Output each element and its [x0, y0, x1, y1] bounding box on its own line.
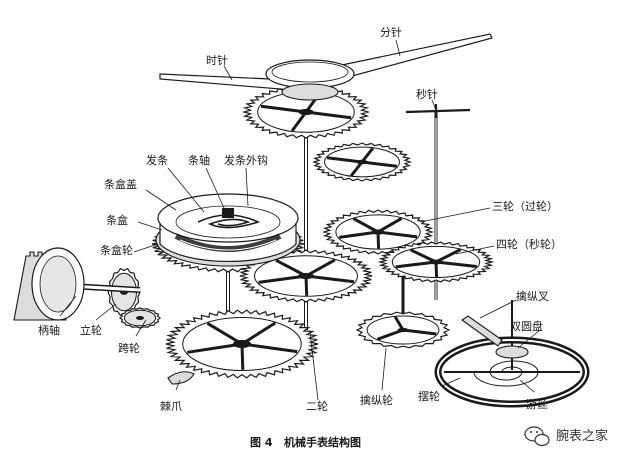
fourth-wheel-gear-spoke: [409, 248, 437, 264]
hour-wheel-gear-spoke: [305, 110, 352, 120]
label-minute-hand: 分针: [380, 25, 402, 39]
double-roller-shape: [495, 345, 529, 359]
label-double-roller: 双圆盘: [510, 319, 543, 333]
label-second-hand: 秒针: [416, 87, 438, 101]
second-wheel-gear-spoke: [275, 258, 307, 278]
fourth-wheel-gear-spoke: [435, 260, 477, 268]
minute-wheel-gear-spoke: [361, 160, 398, 168]
label-winding-stem: 柄轴: [38, 323, 60, 337]
escape-wheel-gear: [355, 311, 451, 349]
label-third-wheel: 三轮（过轮）: [492, 199, 558, 213]
second-wheel-gear-spoke: [258, 274, 307, 284]
label-fourth-wheel: 四轮（秒轮）: [496, 237, 562, 251]
mainspring-coil: [197, 214, 261, 229]
label-barrel: 条盒: [106, 213, 128, 227]
third-wheel-gear-hub: [371, 229, 385, 235]
fourth-wheel-gear-spoke: [395, 260, 437, 269]
label-transmission-wheel: 跨轮: [118, 341, 140, 355]
hour-wheel-gear-spoke: [260, 104, 307, 114]
barrel-assembly: [155, 193, 301, 267]
ratchet-wheel-gear: [165, 309, 319, 379]
ratchet-wheel-gear-spoke: [206, 322, 243, 346]
label-escape-fork: 擒纵叉: [516, 289, 549, 303]
ratchet-wheel-gear-hub: [232, 339, 252, 349]
labels: 分针 时针 秒针 发条 条轴 发条外钩 条盒盖 条盒 条盒轮 三轮（过轮） 四轮…: [38, 25, 562, 413]
hairspring-coil: [473, 360, 539, 387]
minute-wheel-gear-spoke: [350, 161, 364, 177]
minute-wheel-gear-spoke: [360, 147, 374, 163]
third-wheel-gear-spoke: [338, 230, 379, 239]
transmission-wheel-gear: [119, 307, 161, 329]
wechat-icon: [524, 426, 550, 447]
caption-title: 机械手表结构图: [284, 435, 361, 449]
label-barrel-cover: 条盒盖: [104, 177, 137, 191]
ratchet-wheel-gear-spoke: [240, 343, 245, 370]
hour-wheel-cannon: [281, 83, 339, 101]
minute-wheel-gear-spoke: [326, 156, 363, 164]
figure-caption: 图 4 机械手表结构图: [250, 435, 361, 449]
third-wheel-gear-spoke: [352, 217, 379, 234]
escape-wheel-gear-spoke: [376, 328, 404, 341]
label-hairspring: 游丝: [526, 398, 548, 411]
fourth-wheel-gear-spoke: [435, 248, 462, 264]
escape-wheel-gear-hub: [397, 327, 409, 333]
label-crown-wheel: 立轮: [80, 323, 102, 337]
second-wheel-gear-hub: [298, 272, 314, 280]
escape-wheel-gear-spoke: [393, 315, 405, 331]
third-wheel-gear-spoke: [377, 230, 418, 239]
hands: [159, 33, 493, 118]
second-wheel-gear-spoke: [304, 275, 309, 296]
escape-wheel-gear-spoke: [402, 328, 437, 336]
third-wheel-gear-spoke: [376, 231, 381, 249]
minute-wheel-gear: [312, 142, 412, 182]
fourth-wheel-gear-hub: [429, 259, 443, 265]
escape-fork-shape: [461, 315, 503, 347]
minute-wheel-gear-hub: [356, 159, 368, 165]
hour-wheel-gear-hub: [298, 108, 314, 116]
transmission-wheel-gear-hub: [136, 316, 144, 320]
third-wheel-gear-spoke: [377, 217, 403, 234]
ratchet-wheel-gear-spoke: [187, 342, 243, 354]
label-barrel-wheel: 条盒轮: [100, 243, 133, 257]
label-mainspring: 发条: [146, 153, 168, 167]
hour-wheel-gear: [241, 85, 371, 139]
third-wheel-gear: [321, 209, 435, 255]
ratchet-wheel-gear-spoke: [241, 342, 298, 354]
ratchet-wheel-gear-spoke: [241, 321, 277, 346]
second-wheel-gear: [239, 249, 373, 303]
label-second-wheel: 二轮: [306, 399, 328, 413]
label-click: 棘爪: [160, 400, 182, 413]
barrel-arbor-square: [222, 208, 234, 218]
second-wheel-gear-spoke: [305, 258, 336, 278]
label-balance-wheel: 摆轮: [418, 389, 440, 403]
label-hour-hand: 时针: [206, 53, 228, 67]
watermark-text: 腕表之家: [556, 428, 608, 444]
click-shape: [167, 371, 195, 385]
hour-wheel-gear-spoke: [290, 111, 308, 132]
second-wheel-gear-spoke: [305, 274, 355, 284]
fourth-wheel-gear-spoke: [434, 261, 439, 278]
label-mainspring-outer-hook: 发条外钩: [224, 153, 268, 167]
label-barrel-arbor: 条轴: [188, 153, 210, 167]
caption-figure-number: 图 4: [250, 436, 273, 449]
leader-lines: [59, 39, 541, 401]
winding-stem-assembly: [13, 247, 195, 385]
label-escape-wheel: 擒纵轮: [360, 393, 393, 407]
balance-assembly: [434, 315, 590, 408]
watermark: 腕表之家: [524, 426, 608, 447]
second-hand-shape: [405, 104, 471, 118]
